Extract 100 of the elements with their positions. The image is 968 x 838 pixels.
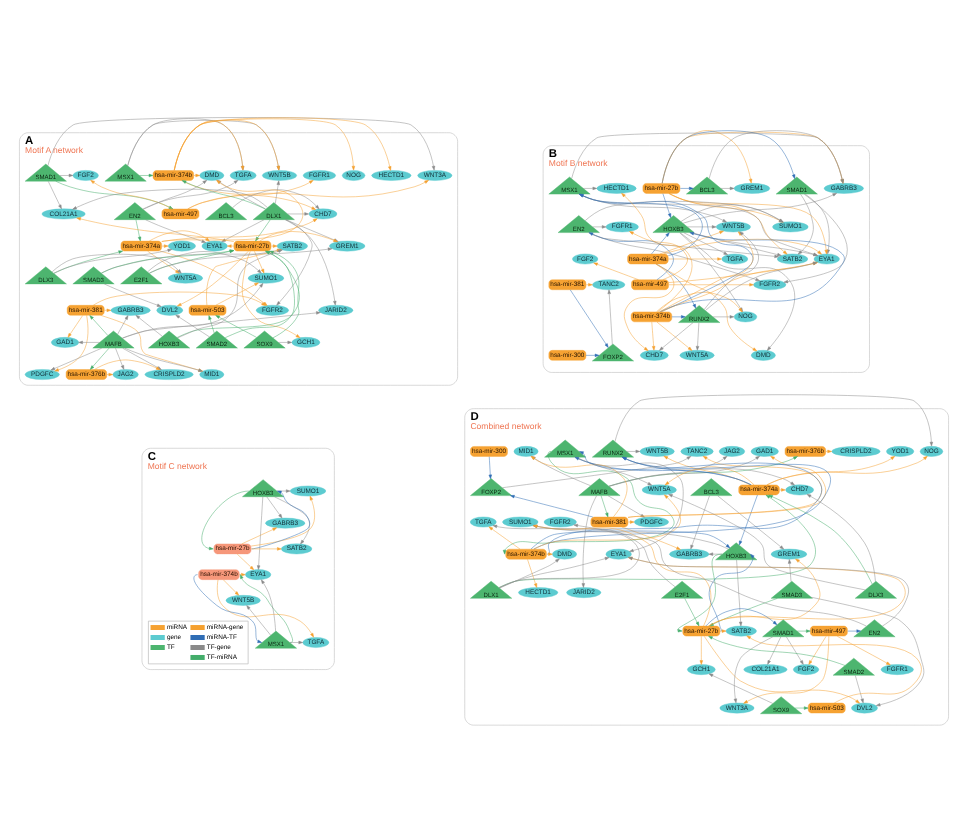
arrow: [149, 248, 235, 273]
arrow: [287, 211, 309, 215]
arrow: [174, 117, 355, 170]
arrow: [699, 635, 703, 664]
arrow: [794, 705, 809, 709]
arrow: [847, 628, 861, 632]
arrow: [54, 314, 89, 371]
arrow: [53, 249, 123, 273]
arrow: [668, 282, 754, 286]
arrow: [67, 314, 83, 337]
arrow: [201, 489, 250, 550]
arrow: [499, 557, 560, 588]
arrow: [720, 185, 735, 190]
arrow: [585, 352, 600, 356]
arrow: [662, 192, 672, 217]
arrow: [174, 118, 280, 170]
arrow: [733, 635, 773, 703]
arrow: [592, 224, 607, 228]
arrow: [181, 179, 266, 209]
arrow: [808, 635, 827, 664]
arrow: [106, 371, 113, 376]
arrow: [175, 313, 210, 337]
arrow: [704, 635, 860, 703]
arrow: [546, 551, 553, 555]
arrow: [89, 314, 109, 335]
arrow: [239, 572, 246, 576]
arrow: [593, 261, 639, 279]
arrow: [532, 523, 676, 587]
arrow: [671, 314, 686, 318]
arrow: [261, 578, 276, 631]
arrow: [177, 249, 249, 306]
arrow: [621, 525, 681, 549]
arrow: [270, 243, 278, 247]
arrow: [90, 178, 173, 209]
arrow: [259, 230, 338, 241]
arrow: [217, 578, 314, 637]
arrow: [257, 495, 264, 569]
arrow: [78, 339, 100, 344]
arrow: [161, 243, 169, 247]
arrow: [161, 217, 318, 241]
arrow: [135, 314, 163, 336]
arrow: [216, 178, 266, 209]
arrow: [117, 314, 129, 334]
arrow: [223, 578, 239, 595]
arrow: [275, 179, 280, 203]
arrow: [221, 218, 265, 241]
arrow: [492, 523, 640, 587]
arrow: [115, 346, 125, 369]
arrow: [266, 495, 283, 518]
arrow: [651, 231, 670, 254]
arrow: [708, 129, 844, 183]
arrow: [837, 635, 891, 665]
arrow: [215, 314, 257, 337]
arrow: [806, 493, 876, 581]
arrow: [59, 172, 74, 177]
arrow: [227, 243, 235, 247]
arrow: [585, 282, 593, 286]
arrow: [55, 179, 174, 209]
arrow: [232, 188, 320, 209]
arrow: [122, 282, 264, 338]
arrow: [705, 607, 778, 626]
arrow: [668, 256, 722, 260]
arrow: [50, 346, 102, 370]
arrow: [626, 448, 641, 453]
arrow: [278, 339, 292, 344]
arrow: [147, 249, 180, 273]
arrow: [788, 558, 792, 581]
arrow: [708, 634, 846, 665]
arrow: [708, 551, 723, 555]
arrow: [51, 252, 182, 273]
arrow: [767, 635, 782, 664]
arrow: [149, 229, 210, 241]
arrow: [142, 179, 239, 209]
arrow: [240, 573, 293, 642]
arrow: [708, 552, 755, 631]
arrow: [174, 119, 245, 170]
arrow: [250, 546, 282, 550]
arrow: [143, 179, 207, 209]
arrow: [236, 552, 255, 570]
arrow: [255, 218, 271, 241]
arrow: [284, 218, 337, 305]
arrow: [533, 493, 681, 549]
arrow: [581, 494, 597, 587]
arrow: [659, 229, 724, 254]
arrow: [208, 314, 215, 333]
arrow: [90, 346, 110, 369]
arrow: [677, 552, 723, 632]
arrow: [573, 522, 867, 626]
arrow: [93, 290, 266, 305]
arrow: [684, 597, 700, 626]
arrow: [736, 558, 743, 626]
arrow: [48, 180, 62, 209]
arrow: [289, 639, 303, 644]
arrow: [651, 320, 656, 350]
arrow: [193, 172, 200, 177]
arrow: [583, 185, 598, 190]
arrow: [708, 672, 773, 703]
arrow: [159, 249, 268, 305]
arrow: [825, 448, 832, 453]
arrow: [104, 307, 112, 311]
